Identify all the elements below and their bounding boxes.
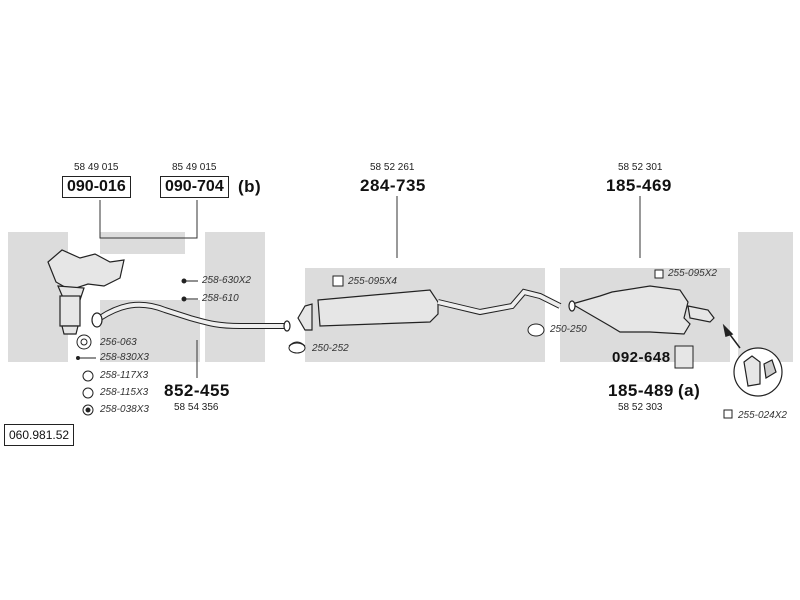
catalog-number: 060.981.52	[4, 424, 75, 446]
clamp-icons	[76, 269, 733, 419]
part-ref-090-704: 85 49 015	[172, 162, 217, 173]
leader-manifold	[99, 200, 198, 239]
part-ref-852-455: 58 54 356	[174, 402, 219, 413]
middle-silencer-part	[297, 288, 562, 331]
bracket-code-092-648[interactable]: 092-648	[612, 349, 671, 366]
acc-255-024x2[interactable]: 255-024X2	[738, 410, 787, 421]
acc-258-117[interactable]: 258-117X3	[100, 370, 149, 381]
part-ref-185-489: 58 52 303	[618, 402, 663, 413]
acc-250-252[interactable]: 250-252	[312, 343, 349, 354]
acc-258-630[interactable]: 258-630X2	[202, 275, 251, 286]
acc-258-830[interactable]: 258-830X3	[100, 352, 149, 363]
part-ref-090-016: 58 49 015	[74, 162, 119, 173]
background-band	[8, 232, 793, 362]
rear-silencer-part	[568, 285, 715, 335]
acc-258-115[interactable]: 258-115X3	[100, 387, 149, 398]
front-pipe-part	[91, 301, 291, 332]
part-code-185-469[interactable]: 185-469	[606, 176, 672, 195]
manifold-catalyst-part	[47, 249, 125, 335]
acc-256-063[interactable]: 256-063	[100, 337, 137, 348]
part-ref-284-735: 58 52 261	[370, 162, 415, 173]
part-code-090-704[interactable]: 090-704	[160, 176, 229, 198]
acc-255-095x2[interactable]: 255-095X2	[668, 268, 717, 279]
acc-258-610[interactable]: 258-610	[202, 293, 239, 304]
part-suffix-b: (b)	[238, 177, 262, 196]
part-code-852-455[interactable]: 852-455	[164, 381, 230, 400]
part-code-185-489[interactable]: 185-489	[608, 381, 674, 400]
detail-arrow	[722, 323, 741, 349]
acc-255-095x4[interactable]: 255-095X4	[348, 276, 397, 287]
part-suffix-a: (a)	[678, 381, 701, 400]
acc-258-038[interactable]: 258-038X3	[100, 404, 149, 415]
part-code-284-735[interactable]: 284-735	[360, 176, 426, 195]
hanger-detail	[733, 347, 783, 397]
part-ref-185-469: 58 52 301	[618, 162, 663, 173]
acc-250-250[interactable]: 250-250	[550, 324, 587, 335]
part-code-090-016[interactable]: 090-016	[62, 176, 131, 198]
